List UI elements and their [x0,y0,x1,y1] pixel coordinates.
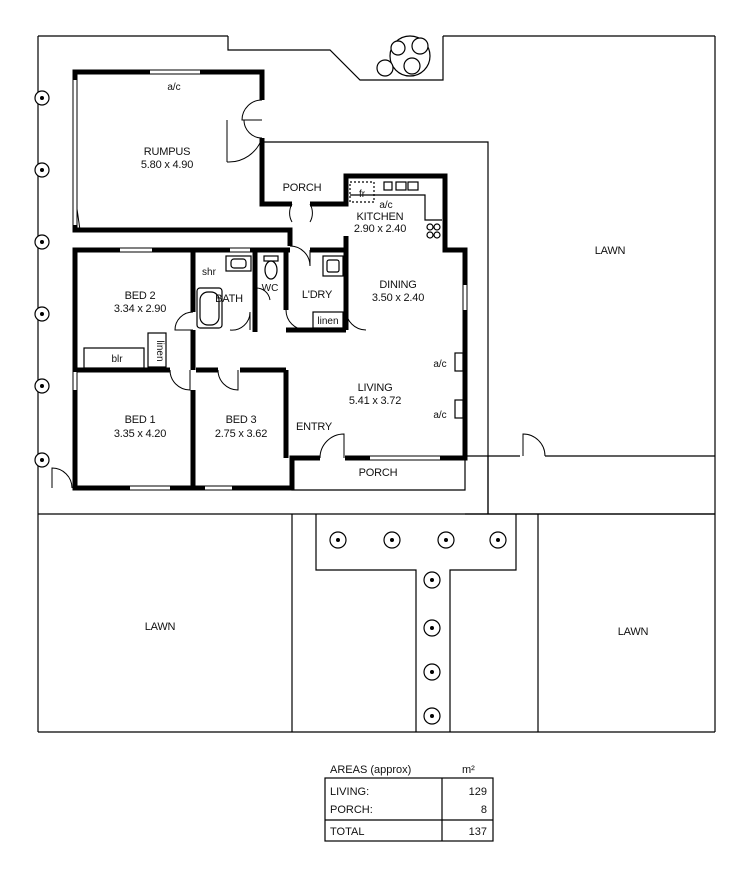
bed3-size: 2.75 x 3.62 [215,428,267,440]
areas-row-label: LIVING: [330,786,369,798]
fridge-icon [349,181,375,203]
shr-label: shr [202,267,217,278]
areas-unit: m² [462,764,475,776]
rumpus-ac-label: a/c [167,82,180,93]
rumpus-name: RUMPUS [144,146,190,158]
living-ac1-label: a/c [433,359,446,370]
bed1-name: BED 1 [125,414,156,426]
bed3-name: BED 3 [226,414,257,426]
ldry-name: L'DRY [302,289,333,301]
areas-row-value: 8 [481,804,487,816]
bed2-name: BED 2 [125,290,156,302]
fixtures [83,181,464,419]
living-name: LIVING [358,382,393,394]
dining-size: 3.50 x 2.40 [372,292,424,304]
areas-total-value: 137 [469,826,487,838]
bathtub-icon [196,287,223,329]
entry-name: ENTRY [296,421,333,433]
lawn-southeast-label: LAWN [618,626,649,638]
areas-table: AREAS (approx) m² LIVING: 129 PORCH: 8 T… [324,764,494,842]
areas-row-label: PORCH: [330,804,373,816]
windows [72,69,468,491]
areas-title: AREAS (approx) [330,764,411,776]
lawn-southwest-label: LAWN [145,621,176,633]
kitchen-size: 2.90 x 2.40 [354,223,406,235]
toilet-icon [263,255,279,262]
large-tree-icon [376,35,431,77]
lawn-east-label: LAWN [595,245,626,257]
trees [34,35,507,725]
fridge-label: fr [359,189,366,200]
shrub-icon [34,90,507,725]
kitchen-name: KITCHEN [357,211,404,223]
kitchen-ac-label: a/c [379,200,392,211]
rumpus-size: 5.80 x 4.90 [141,159,193,171]
areas-row-value: 129 [469,786,487,798]
living-ac2-label: a/c [433,410,446,421]
porch-top-name: PORCH [283,182,322,194]
room-labels: a/c RUMPUS 5.80 x 4.90 PORCH fr a/c KITC… [111,82,648,638]
wc-label: WC [262,283,279,294]
house-walls [72,69,468,491]
hall-linen-label: linen [154,340,165,361]
porch-front-name: PORCH [359,467,398,479]
living-size: 5.41 x 3.72 [349,395,401,407]
bath-name: BATH [215,293,243,305]
ldry-linen-label: linen [317,316,338,327]
blr-label: blr [111,354,123,365]
dining-name: DINING [379,279,416,291]
areas-total-label: TOTAL [330,826,364,838]
doors [74,99,367,459]
cooktop-icon [426,223,441,239]
bed1-size: 3.35 x 4.20 [114,428,166,440]
bed2-size: 3.34 x 2.90 [114,303,166,315]
